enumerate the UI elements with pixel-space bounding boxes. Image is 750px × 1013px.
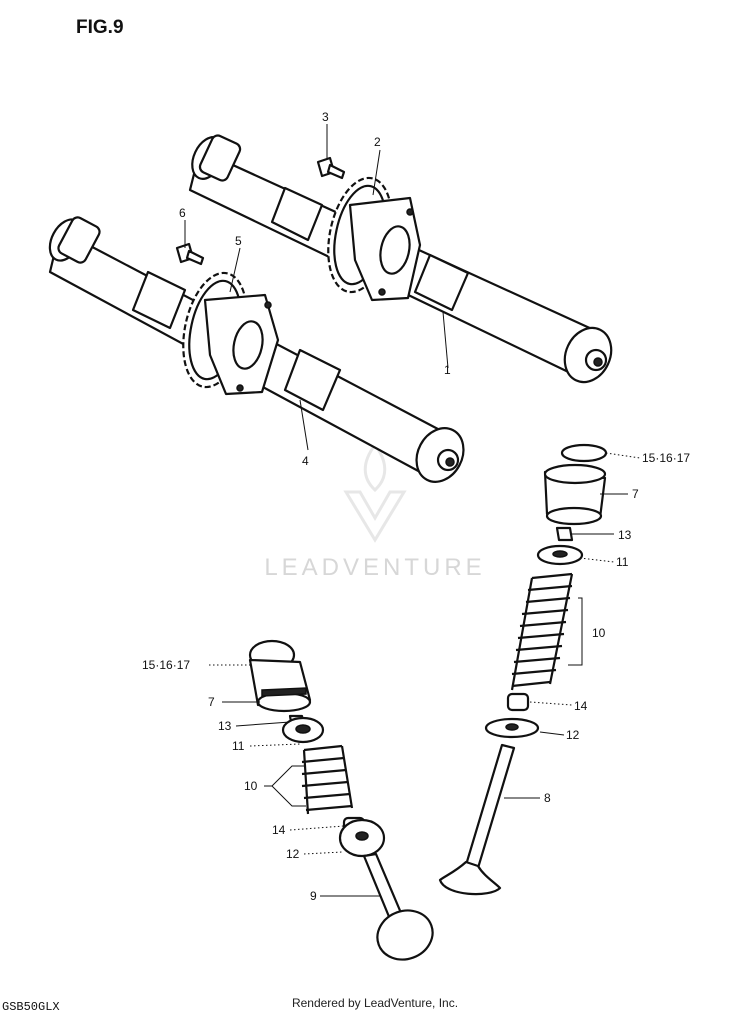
callout-6: 6 xyxy=(179,206,186,220)
callout-4: 4 xyxy=(302,454,309,468)
watermark-text: LEADVENTURE xyxy=(264,554,485,581)
retainer-left xyxy=(281,716,325,744)
callout-12-right: 12 xyxy=(566,728,580,742)
callout-7-right: 7 xyxy=(632,487,639,501)
leadventure-flame-v-logo xyxy=(343,442,407,543)
callout-7-left: 7 xyxy=(208,695,215,709)
retainer-right xyxy=(536,544,584,566)
callout-9: 9 xyxy=(310,889,317,903)
callout-14-left: 14 xyxy=(272,823,286,837)
callout-13-left: 13 xyxy=(218,719,232,733)
callout-11-left: 11 xyxy=(232,739,245,753)
cotter-right xyxy=(555,526,574,542)
callout-12-left: 12 xyxy=(286,847,300,861)
callout-15-16-17-left: 15·16·17 xyxy=(142,658,190,672)
seat-left xyxy=(338,818,386,858)
valve-intake xyxy=(362,852,434,961)
shim-right xyxy=(560,443,608,463)
callout-13-right: 13 xyxy=(618,528,632,542)
callout-2: 2 xyxy=(374,135,381,149)
callouts: 1 2 3 4 5 6 15·16·17 7 13 11 10 14 12 8 … xyxy=(142,110,690,903)
bolt-lower xyxy=(175,242,205,266)
tappet-right xyxy=(543,463,607,526)
sprocket-upper xyxy=(327,176,422,302)
model-code: GSB50GLX xyxy=(2,1000,60,1013)
sprocket-lower xyxy=(182,271,280,396)
footer-credit: Rendered by LeadVenture, Inc. xyxy=(292,996,458,1010)
callout-10-left: 10 xyxy=(244,779,258,793)
callout-15-16-17-right: 15·16·17 xyxy=(642,451,690,465)
callout-11-right: 11 xyxy=(616,555,629,569)
spring-right xyxy=(510,572,574,691)
figure-title: FIG.9 xyxy=(76,17,124,38)
callout-8: 8 xyxy=(544,791,551,805)
callout-3: 3 xyxy=(322,110,329,124)
tappet-left xyxy=(248,658,312,713)
leader-lines xyxy=(184,124,641,897)
callout-1: 1 xyxy=(444,363,451,377)
seat-right xyxy=(484,717,540,739)
watermark: LEADVENTURE xyxy=(264,442,485,581)
callout-10-right: 10 xyxy=(592,626,606,640)
callout-14-right: 14 xyxy=(574,699,588,713)
seal-right xyxy=(506,692,530,712)
valve-exhaust xyxy=(438,743,516,896)
bolt-upper xyxy=(316,156,346,180)
callout-5: 5 xyxy=(235,234,242,248)
spring-left xyxy=(301,744,354,815)
